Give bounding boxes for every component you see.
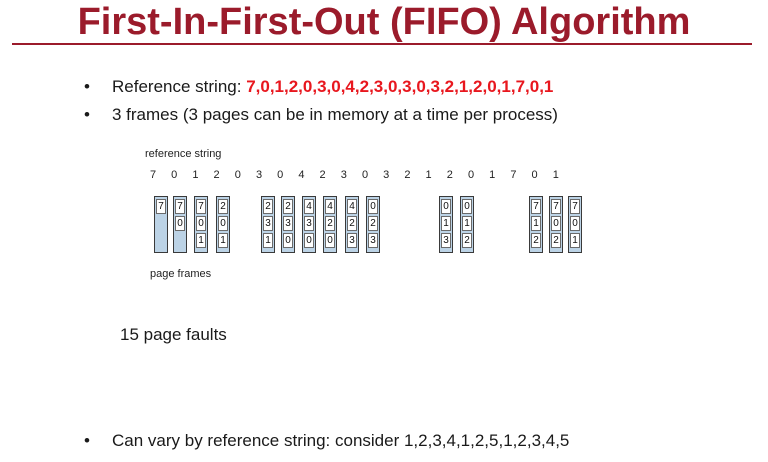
frame-column: 7 0 1 xyxy=(568,196,582,253)
frame-cell: 1 xyxy=(462,216,472,231)
frame-column: 4 2 3 xyxy=(345,196,359,253)
reference-number: 4 xyxy=(298,169,305,181)
reference-number: 2 xyxy=(213,169,220,181)
frame-column: 0 2 3 xyxy=(366,196,380,253)
frame-cell: 1 xyxy=(441,216,451,231)
reference-number: 1 xyxy=(552,169,559,181)
frame-cell: 0 xyxy=(218,216,228,231)
frame-cell: 7 xyxy=(570,199,580,214)
frame-cell: 2 xyxy=(283,199,293,214)
reference-number: 3 xyxy=(340,169,347,181)
bullet-dot-icon: • xyxy=(84,431,90,450)
reference-number: 0 xyxy=(361,169,369,181)
frame-cell xyxy=(156,216,166,231)
frame-cell: 0 xyxy=(368,199,378,214)
frame-cell: 1 xyxy=(531,216,541,231)
frame-cell: 2 xyxy=(462,233,472,248)
frame-cell: 3 xyxy=(283,216,293,231)
reference-number: 2 xyxy=(404,169,411,181)
frame-cell: 0 xyxy=(325,233,335,248)
reference-number: 1 xyxy=(425,169,432,181)
page-faults-count: 15 page faults xyxy=(120,325,227,344)
frame-cell: 7 xyxy=(551,199,561,214)
frame-column: 2 0 1 xyxy=(216,196,230,253)
reference-number: 1 xyxy=(489,169,496,181)
frame-cell: 0 xyxy=(551,216,561,231)
frame-cell: 0 xyxy=(462,199,472,214)
frame-cell xyxy=(175,233,185,248)
frame-cell: 1 xyxy=(570,233,580,248)
reference-number: 7 xyxy=(149,169,157,181)
frame-column: 2 3 0 xyxy=(281,196,295,253)
frame-column: 2 3 1 xyxy=(261,196,275,253)
frame-cell: 3 xyxy=(347,233,357,248)
frame-cell: 3 xyxy=(368,233,378,248)
frame-cell: 2 xyxy=(368,216,378,231)
frame-cell: 0 xyxy=(441,199,451,214)
frame-cell: 2 xyxy=(263,199,273,214)
frame-cell: 0 xyxy=(570,216,580,231)
frame-cell: 4 xyxy=(347,199,357,214)
frame-cell: 4 xyxy=(325,199,335,214)
frame-column: 0 1 2 xyxy=(460,196,474,253)
frame-cell: 0 xyxy=(175,216,185,231)
frame-cell: 7 xyxy=(175,199,185,214)
reference-number: 0 xyxy=(467,169,475,181)
frame-column: 4 2 0 xyxy=(323,196,337,253)
frame-cell: 4 xyxy=(304,199,314,214)
bullet-dot-icon: • xyxy=(84,77,90,96)
frame-cell: 0 xyxy=(304,233,314,248)
frame-cell: 3 xyxy=(263,216,273,231)
frame-cell: 0 xyxy=(283,233,293,248)
reference-label: Reference string: xyxy=(112,77,247,96)
vary-text: Can vary by reference string: consider 1… xyxy=(112,431,570,450)
frame-cell: 2 xyxy=(218,199,228,214)
reference-string-value: 7,0,1,2,0,3,0,4,2,3,0,3,0,3,2,1,2,0,1,7,… xyxy=(246,77,554,96)
slide-title: First-In-First-Out (FIFO) Algorithm xyxy=(77,1,691,43)
frame-cell: 2 xyxy=(347,216,357,231)
frame-column: 0 1 3 xyxy=(439,196,453,253)
frame-cell: 7 xyxy=(196,199,206,214)
frame-column: 4 3 0 xyxy=(302,196,316,253)
page-frames-label: page frames xyxy=(150,268,212,280)
reference-number: 0 xyxy=(234,169,241,181)
reference-number: 0 xyxy=(277,169,284,181)
reference-number: 2 xyxy=(446,169,453,181)
frame-cell: 3 xyxy=(304,216,314,231)
frame-cell xyxy=(156,233,166,248)
bullet-dot-icon: • xyxy=(84,105,90,124)
frame-column: 7 1 2 xyxy=(529,196,543,253)
frame-cell: 7 xyxy=(531,199,541,214)
reference-string-label: reference string xyxy=(145,148,222,160)
reference-number: 3 xyxy=(383,169,390,181)
frame-cell: 2 xyxy=(531,233,541,248)
frame-cell: 1 xyxy=(196,233,206,248)
frame-cell: 0 xyxy=(196,216,206,231)
frame-column: 7 0 1 xyxy=(194,196,208,253)
frame-cell: 1 xyxy=(218,233,228,248)
frame-cell: 7 xyxy=(156,199,166,214)
reference-number: 7 xyxy=(510,169,517,181)
reference-number: 2 xyxy=(319,169,326,181)
reference-number: 0 xyxy=(531,169,538,181)
frame-cell: 1 xyxy=(263,233,273,248)
frame-cell: 3 xyxy=(441,233,451,248)
frame-column: 7 0 2 xyxy=(549,196,563,253)
reference-number: 0 xyxy=(171,169,178,181)
frame-column: 7 xyxy=(154,196,168,253)
frame-cell: 2 xyxy=(325,216,335,231)
frames-text: 3 frames (3 pages can be in memory at a … xyxy=(112,105,558,124)
frame-cell: 2 xyxy=(551,233,561,248)
title-underline xyxy=(12,43,752,45)
reference-number: 1 xyxy=(192,169,199,181)
reference-number: 3 xyxy=(255,169,263,181)
